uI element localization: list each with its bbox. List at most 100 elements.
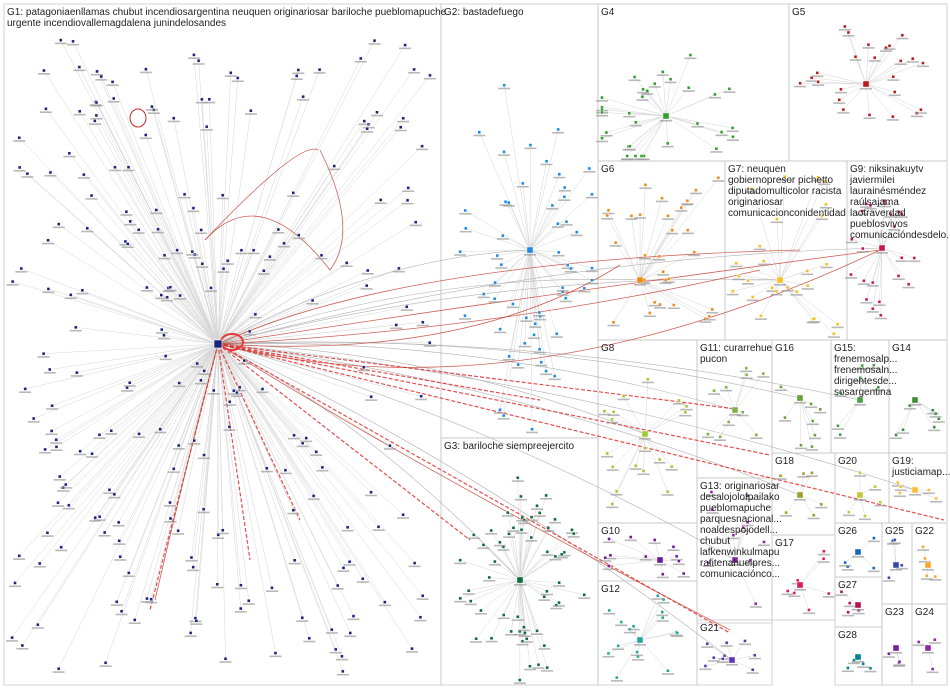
node-g1-187-label <box>249 316 262 319</box>
node-g1-205-label <box>73 113 86 116</box>
node-g1-111 <box>273 651 278 655</box>
node-g1-171-label <box>62 507 75 510</box>
node-g1-175 <box>10 635 14 640</box>
edge-g5-3 <box>865 44 869 85</box>
edge-g1-57 <box>138 229 219 345</box>
group-label-g16: G16 <box>775 343 794 354</box>
edge-g1-48 <box>217 234 300 345</box>
node-g2-43-label <box>497 418 510 420</box>
node-g1-212 <box>340 654 344 659</box>
node-g11-center <box>731 406 739 414</box>
node-g3-7-label <box>515 532 528 534</box>
node-g1-6 <box>82 172 86 177</box>
node-g5-13-label <box>894 63 907 65</box>
node-g4-20-label <box>635 158 648 161</box>
node-g13-9-label <box>727 537 740 540</box>
node-g9-5 <box>888 211 893 216</box>
node-g17-center <box>796 581 804 589</box>
node-g2-10 <box>590 278 594 282</box>
node-g22-2-label <box>920 578 933 580</box>
node-g1-218-label <box>195 232 208 235</box>
edge-g5-14 <box>865 76 894 85</box>
node-g5-22 <box>837 98 841 102</box>
group-label-g20: G20 <box>838 456 857 467</box>
node-g3-19 <box>466 589 471 593</box>
edge-g7-15 <box>759 245 781 281</box>
node-g2-24 <box>499 262 504 267</box>
edge-g7-1 <box>760 279 781 316</box>
node-g1-54-label <box>186 254 199 256</box>
node-g1-80 <box>428 73 432 78</box>
node-g6-18 <box>660 196 664 200</box>
node-g9-21-label <box>845 241 858 244</box>
node-g2-38 <box>498 408 502 412</box>
node-g1-19 <box>112 492 117 497</box>
node-g1-199-label <box>37 356 50 358</box>
node-g18-2 <box>784 510 788 515</box>
node-g1-126-label <box>50 449 63 451</box>
edge-g2-7 <box>505 201 531 251</box>
node-g24-center-label <box>922 652 934 654</box>
edge-g4-26 <box>665 115 698 124</box>
node-g1-98-label <box>247 252 260 255</box>
edge-g5-7 <box>865 83 895 93</box>
node-g3-14 <box>516 476 520 480</box>
node-g2-1 <box>463 313 467 318</box>
node-g14-0 <box>931 408 935 413</box>
edge-g7-11 <box>751 188 781 281</box>
node-g3-35-label <box>470 641 483 643</box>
node-g1-0 <box>268 254 272 259</box>
node-g28-0 <box>846 666 850 670</box>
edge-g7-19 <box>779 270 808 281</box>
node-g1-195 <box>154 208 159 212</box>
node-g1-194 <box>300 441 305 445</box>
group-label-line: G18 <box>775 456 794 467</box>
node-g1-203 <box>17 554 21 558</box>
node-g6-20-label <box>638 282 651 284</box>
node-g6-7 <box>606 208 611 212</box>
node-g5-1-label <box>805 80 818 82</box>
node-g20-3-label <box>842 514 855 517</box>
edge-dashed-5 <box>217 343 471 541</box>
node-g1-108 <box>69 293 73 297</box>
edge-g3-43 <box>519 579 525 628</box>
edge-g3-52 <box>519 579 560 603</box>
node-g9-1 <box>871 280 875 285</box>
node-g4-22-label <box>661 145 674 148</box>
node-g3-48-label <box>549 558 562 561</box>
node-g7-11 <box>749 186 754 191</box>
edge-g12-12 <box>639 611 663 641</box>
edge-g2-26 <box>522 183 531 251</box>
node-g2-5 <box>544 159 549 163</box>
node-g1-192 <box>58 474 62 479</box>
node-g1-140-label <box>112 524 125 527</box>
node-g4-0-label <box>723 91 736 94</box>
node-g16-6-label <box>805 449 818 451</box>
edge-g1-130 <box>217 343 350 562</box>
node-g17-1-label <box>788 595 801 598</box>
node-g15-4-label <box>831 428 844 430</box>
group-label-g10: G10 <box>601 526 620 537</box>
node-g1-13 <box>379 198 383 202</box>
node-g1-191-label <box>198 373 211 375</box>
node-g2-26-label <box>516 185 529 188</box>
node-g1-212-label <box>335 658 348 661</box>
node-g1-160-label <box>365 494 378 497</box>
node-g1-87-label <box>234 611 247 613</box>
node-g9-6-label <box>893 214 906 216</box>
edge-red-8 <box>217 249 881 368</box>
node-g5-12 <box>887 44 892 48</box>
node-g1-184 <box>64 482 68 487</box>
node-g5-8 <box>798 81 802 85</box>
node-g6-12-label <box>681 203 694 205</box>
node-g4-19 <box>713 92 717 97</box>
node-g1-69-label <box>392 270 405 273</box>
node-g7-4-label <box>820 266 833 269</box>
node-g4-8-label <box>641 93 654 95</box>
node-g6-center <box>636 276 644 284</box>
edge-hub-g19 <box>217 343 916 491</box>
node-g12-15-label <box>610 680 623 682</box>
node-g1-128-label <box>164 289 177 292</box>
edge-g1-76 <box>217 118 404 345</box>
group-label-line: G19: <box>892 456 914 467</box>
